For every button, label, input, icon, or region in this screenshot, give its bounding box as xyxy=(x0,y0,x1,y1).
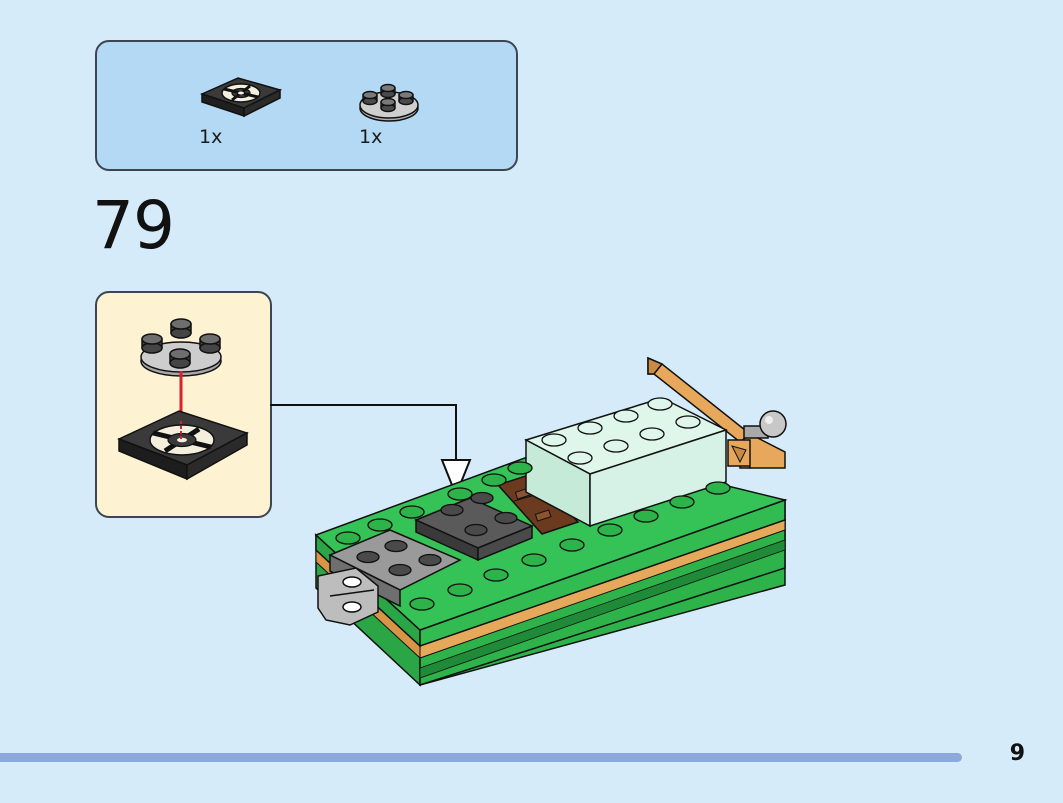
main-model-illustration xyxy=(270,350,810,699)
progress-bar xyxy=(0,753,962,762)
subassembly-illustration xyxy=(117,318,249,481)
step-number: 79 xyxy=(92,187,175,264)
turntable-top-plate-icon xyxy=(357,82,421,126)
part-count-turntable-base: 1x xyxy=(199,126,223,148)
subassembly-callout xyxy=(95,291,272,518)
parts-list-box: 1x 1x xyxy=(95,40,518,171)
part-count-turntable-top: 1x xyxy=(359,126,383,148)
turntable-base-plate-icon xyxy=(200,76,282,118)
page-number: 9 xyxy=(1009,741,1025,766)
